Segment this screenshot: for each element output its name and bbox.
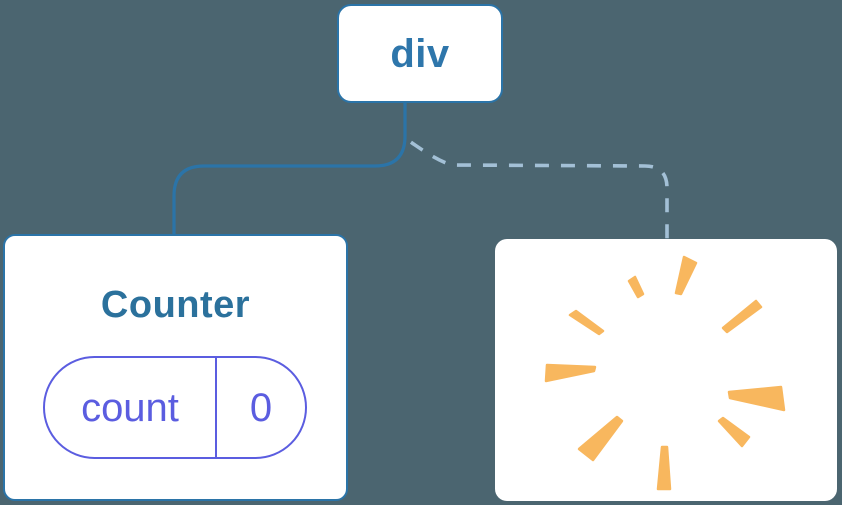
poof-spark: [721, 299, 763, 334]
tree-node-div: div: [337, 4, 503, 103]
poof-icon: [544, 255, 786, 491]
div-node-label: div: [390, 31, 450, 76]
state-value-label: 0: [249, 385, 273, 430]
poof-spark: [627, 275, 645, 299]
poof-spark: [568, 309, 605, 336]
counter-title: Counter: [100, 284, 251, 326]
poof-spark: [577, 415, 624, 462]
state-pill-divider: [215, 358, 217, 457]
poof-spark: [656, 445, 672, 491]
tree-node-counter: Counter count 0: [3, 234, 348, 501]
edge-solid-kept-child: [172, 101, 407, 237]
tree-node-removed: [495, 239, 837, 501]
state-key-cell: count: [45, 358, 215, 457]
state-value-cell: 0: [217, 358, 305, 457]
counter-state-pill: count 0: [43, 356, 307, 459]
edge-dashed-removed-child: [405, 137, 669, 243]
state-key-label: count: [81, 385, 179, 430]
poof-spark: [544, 363, 597, 383]
poof-spark: [717, 416, 751, 448]
poof-spark: [674, 255, 698, 296]
poof-spark: [727, 385, 786, 412]
